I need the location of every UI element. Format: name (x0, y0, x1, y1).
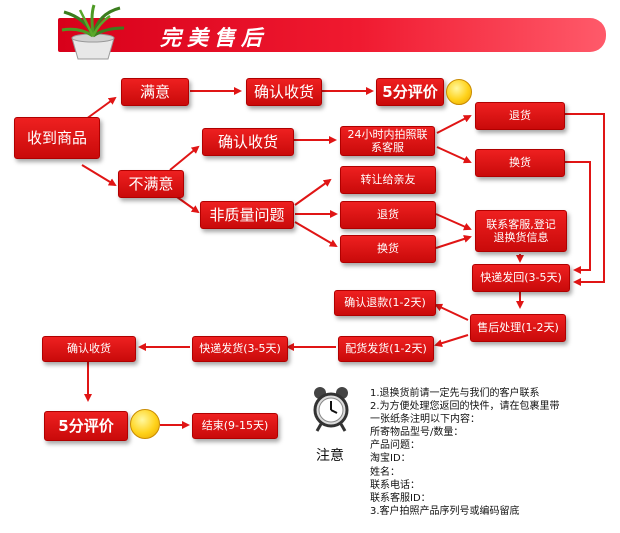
node-return-top: 退货 (475, 102, 565, 130)
node-transfer: 转让给亲友 (340, 166, 436, 194)
node-non-quality: 非质量问题 (200, 201, 294, 229)
node-confirm-receipt-bottom: 确认收货 (42, 336, 136, 362)
node-express-back: 快递发回(3-5天) (472, 264, 570, 292)
node-confirm-receipt-mid: 确认收货 (202, 128, 294, 156)
smiley-face-icon (446, 79, 472, 105)
node-ship-goods: 配货发货(1-2天) (338, 336, 434, 362)
node-contact-register: 联系客服,登记退换货信息 (475, 210, 567, 252)
note-line: 3.客户拍照产品序列号或编码留底 (370, 505, 520, 517)
potted-plant-icon (61, 4, 125, 60)
node-review-top: 5分评价 (376, 78, 444, 106)
node-received: 收到商品 (14, 117, 100, 159)
note-label: 注意 (316, 448, 344, 464)
node-contact-24h: 24小时内拍照联系客服 (340, 126, 435, 156)
node-exchange-mid: 换货 (340, 235, 436, 263)
banner-title: 完美售后 (160, 25, 268, 50)
note-line: 所寄物品型号/数量： (370, 427, 464, 439)
smiley-face-icon (130, 409, 160, 439)
note-line: 产品问题： (370, 440, 420, 452)
note-line: 淘宝ID： (370, 453, 411, 465)
title-banner (58, 18, 606, 52)
alarm-clock-icon (313, 387, 349, 432)
node-confirm-receipt-top: 确认收货 (246, 78, 322, 106)
note-line: 1.退换货前请一定先与我们的客户联系 (370, 388, 540, 399)
note-line: 一张纸条注明以下内容： (370, 414, 480, 426)
note-line: 2.为方便处理您返回的快件，请在包裹里带 (370, 401, 560, 413)
node-unsatisfied: 不满意 (118, 170, 184, 198)
node-done: 结束(9-15天) (192, 413, 278, 439)
node-confirm-refund: 确认退款(1-2天) (334, 290, 436, 316)
node-satisfied: 满意 (121, 78, 189, 106)
node-after-sales: 售后处理(1-2天) (470, 314, 566, 342)
node-return-mid: 退货 (340, 201, 436, 229)
node-express-ship: 快递发货(3-5天) (192, 336, 288, 362)
note-line: 姓名： (370, 466, 400, 478)
node-exchange-top: 换货 (475, 149, 565, 177)
note-list: 1.退换货前请一定先与我们的客户联系 2.为方便处理您返回的快件，请在包裹里带 … (370, 387, 560, 518)
node-review-bottom: 5分评价 (44, 411, 128, 441)
note-line: 联系电话： (370, 479, 420, 491)
note-line: 联系客服ID： (370, 492, 431, 504)
